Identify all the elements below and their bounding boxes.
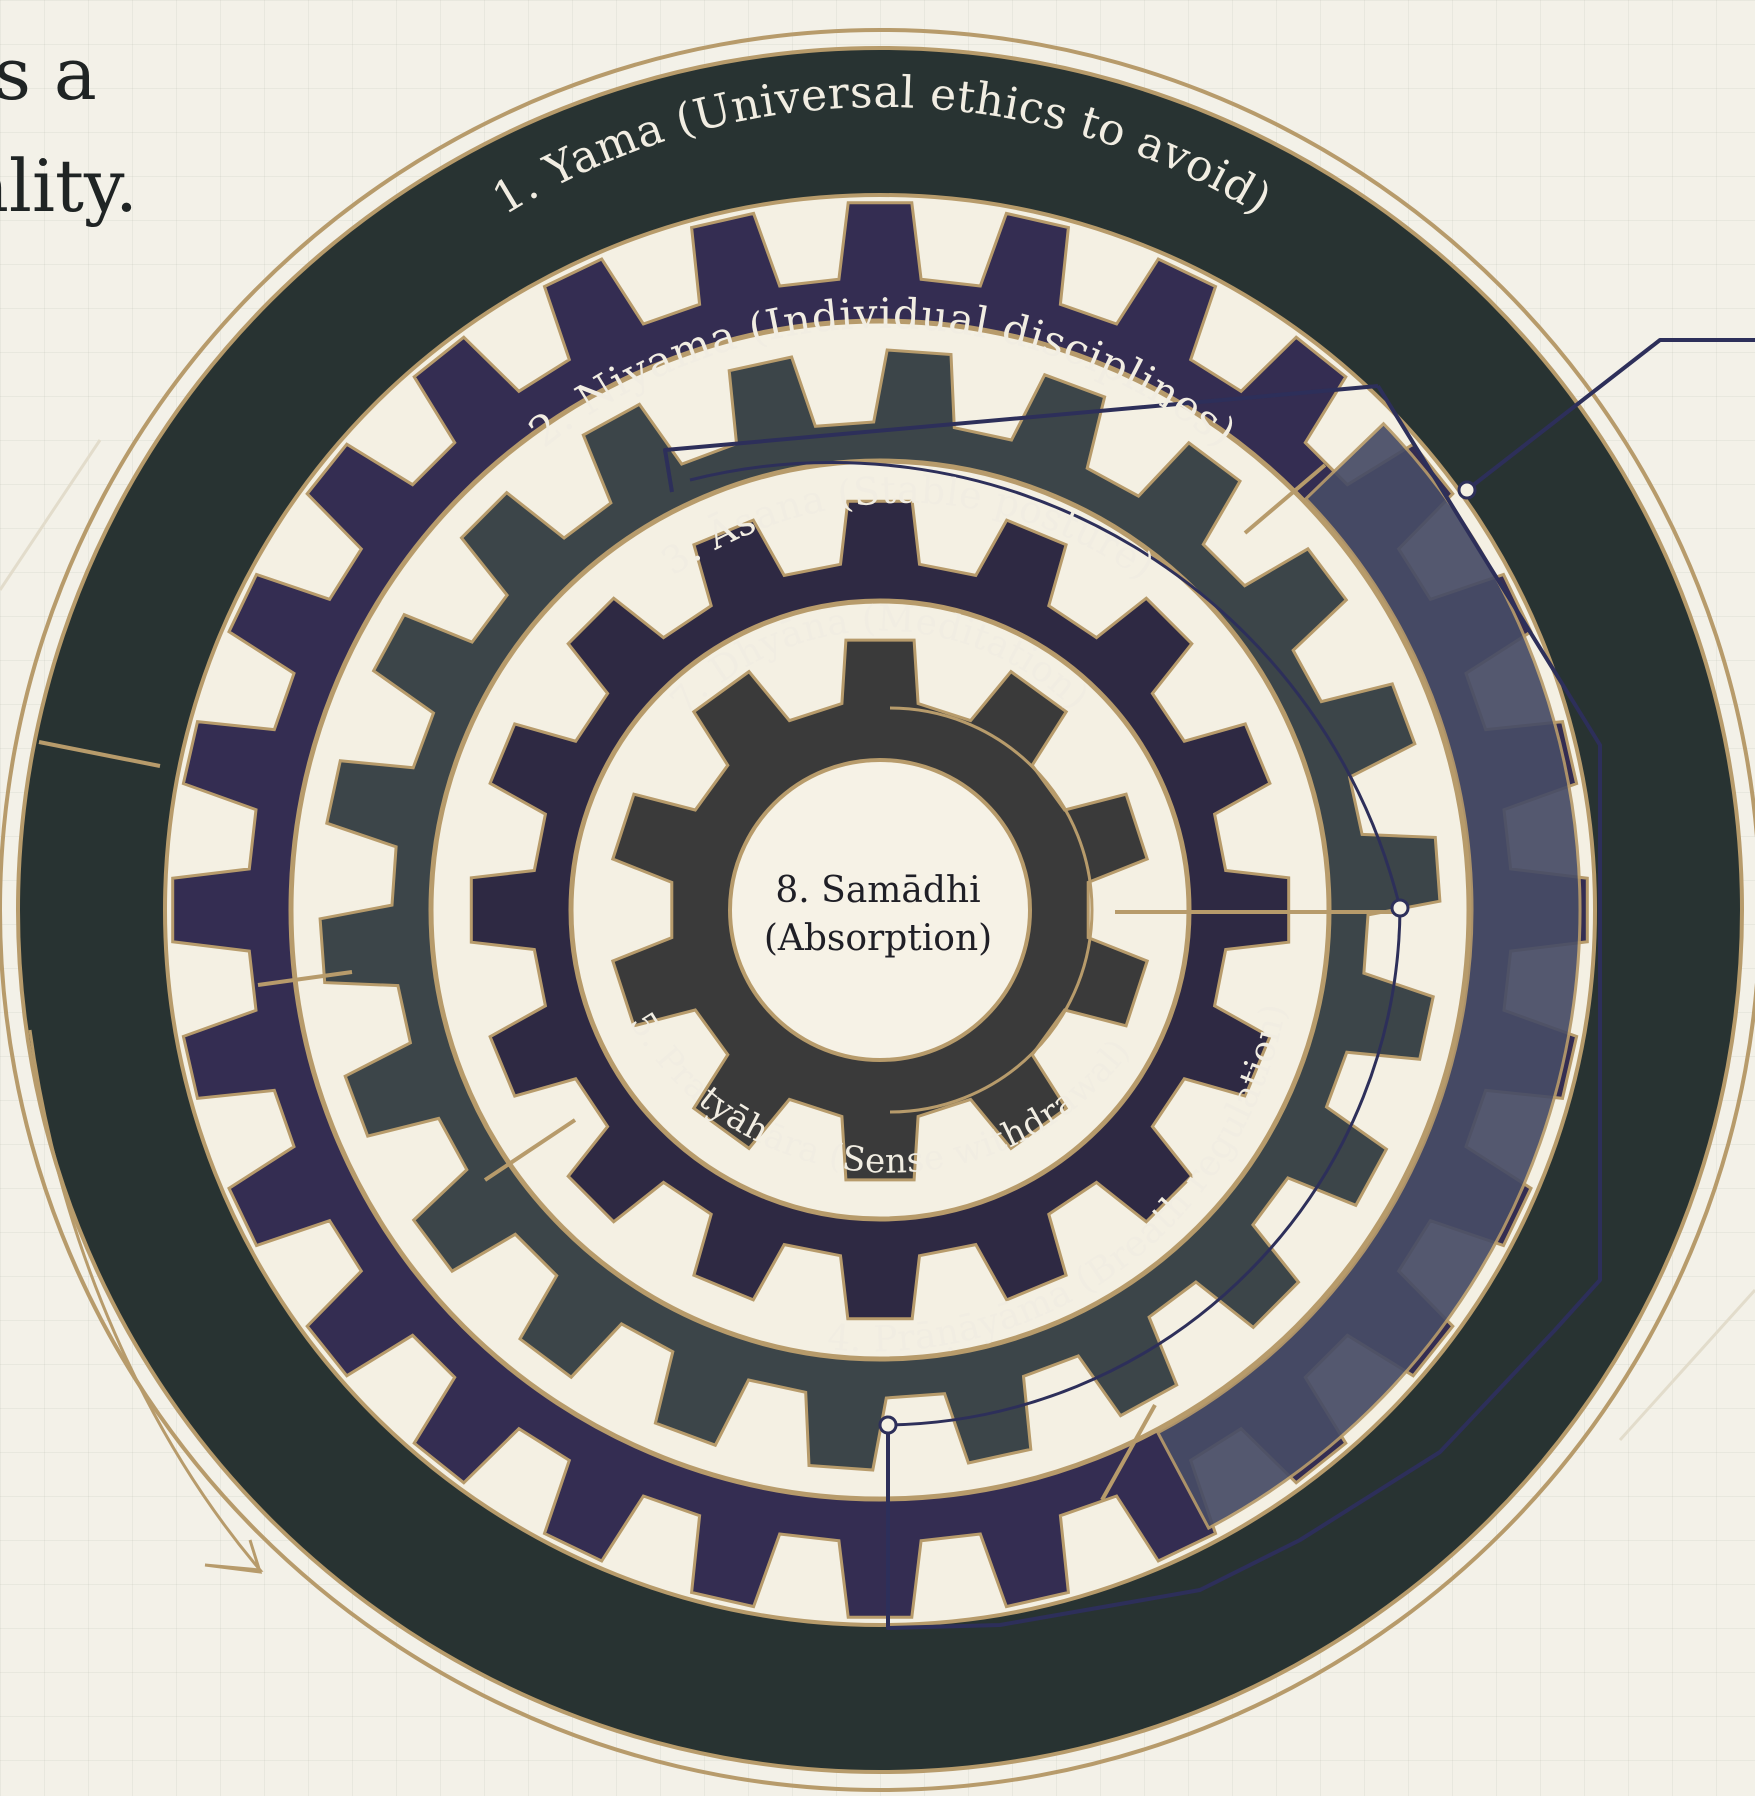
connector-node-1 bbox=[1459, 482, 1475, 498]
center-label-line-1: 8. Samādhi bbox=[775, 870, 980, 911]
connector-node-3 bbox=[880, 1417, 896, 1433]
connector-node-2 bbox=[1392, 900, 1408, 916]
center-label-line-2: (Absorption) bbox=[764, 918, 992, 959]
